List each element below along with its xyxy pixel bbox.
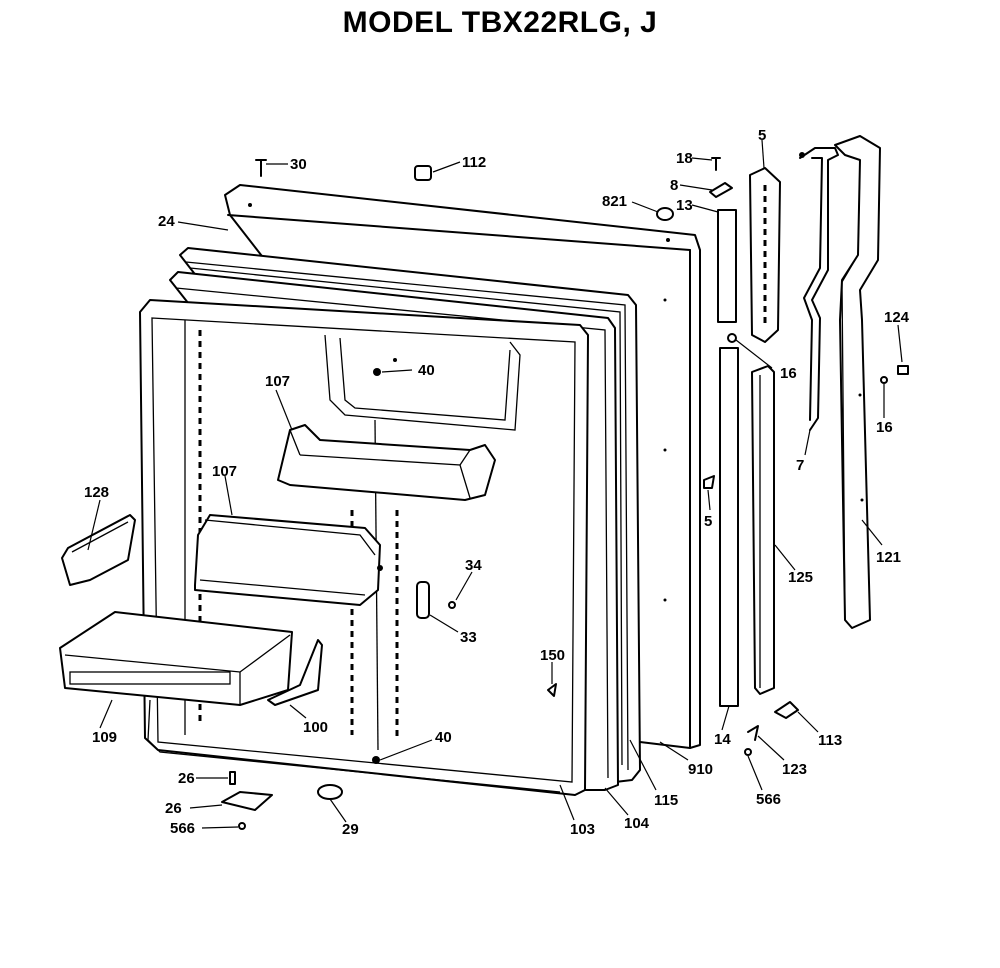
callout-115: 115 <box>654 792 678 809</box>
strip-13 <box>717 209 737 323</box>
callout-7: 7 <box>796 457 804 474</box>
screw-18 <box>711 157 721 171</box>
callout-113: 113 <box>818 732 842 749</box>
handle-121 <box>834 135 881 629</box>
callout-125: 125 <box>788 569 813 586</box>
screw-566b <box>744 748 752 756</box>
callout-26-upper: 26 <box>178 770 195 787</box>
strip-14 <box>719 347 739 707</box>
callout-121: 121 <box>876 549 901 566</box>
pin-26a <box>229 771 236 785</box>
callout-123: 123 <box>782 761 807 778</box>
callout-33: 33 <box>460 629 477 646</box>
cap-113 <box>774 701 799 719</box>
callout-34: 34 <box>465 557 482 574</box>
leader-lines <box>87 139 903 829</box>
callout-16-right: 16 <box>876 419 893 436</box>
plate-26b <box>221 791 273 811</box>
clip-33 <box>416 581 430 619</box>
hinge-5 <box>749 167 781 343</box>
callout-103: 103 <box>570 821 595 838</box>
callout-30: 30 <box>290 156 307 173</box>
callout-18: 18 <box>676 150 693 167</box>
cap-5b <box>703 475 715 489</box>
plug-821 <box>656 207 674 221</box>
callout-107-lower: 107 <box>212 463 237 480</box>
callout-109: 109 <box>92 729 117 746</box>
screw-566a <box>238 822 246 830</box>
callout-40-lower: 40 <box>435 729 452 746</box>
callout-150: 150 <box>540 647 565 664</box>
cap-124 <box>897 365 909 375</box>
callout-24: 24 <box>158 213 175 230</box>
callout-100: 100 <box>303 719 328 736</box>
washer-29 <box>317 784 343 800</box>
clip-123 <box>747 725 759 741</box>
callout-16-left: 16 <box>780 365 797 382</box>
screw-30 <box>255 159 267 177</box>
callout-13: 13 <box>676 197 693 214</box>
cam-150 <box>547 683 557 697</box>
dairy-door <box>194 514 383 606</box>
bracket-100 <box>267 639 323 706</box>
screw-16a <box>727 333 737 343</box>
screw-34 <box>448 601 456 609</box>
callout-5-top: 5 <box>758 127 766 144</box>
callout-566-left: 566 <box>170 820 195 837</box>
diagram-title: MODEL TBX22RLG, J <box>342 6 658 39</box>
callout-910: 910 <box>688 761 713 778</box>
clip-8 <box>709 182 733 198</box>
callout-40-upper: 40 <box>418 362 435 379</box>
plug-112 <box>414 165 432 181</box>
bracket-128 <box>61 514 136 586</box>
handle-7 <box>799 147 839 431</box>
strip-125 <box>751 365 775 695</box>
upper-shelf <box>277 424 496 501</box>
callout-128: 128 <box>84 484 109 501</box>
callout-29: 29 <box>342 821 359 838</box>
callout-104: 104 <box>624 815 650 832</box>
callout-566-right: 566 <box>756 791 781 808</box>
callout-labels: 30 112 18 5 8 821 13 24 124 16 16 107 40… <box>84 127 910 838</box>
callout-112: 112 <box>462 154 486 171</box>
callout-14: 14 <box>714 731 731 748</box>
callout-5-mid: 5 <box>704 513 712 530</box>
callout-8: 8 <box>670 177 678 194</box>
screw-16b <box>880 376 888 384</box>
callout-821: 821 <box>602 193 627 210</box>
callout-107-upper: 107 <box>265 373 290 390</box>
callout-26-lower: 26 <box>165 800 182 817</box>
callout-124: 124 <box>884 309 910 326</box>
